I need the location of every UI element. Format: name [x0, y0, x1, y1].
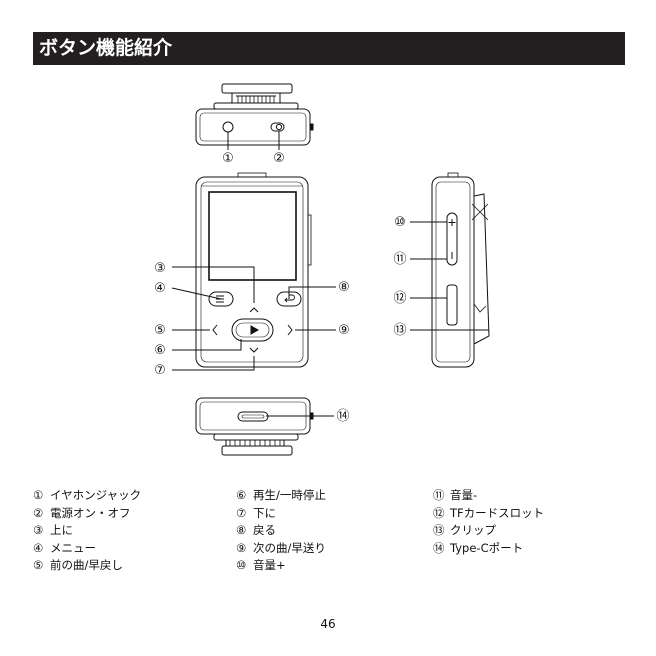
label-7: ⑦ [154, 363, 166, 378]
label-1: ① [222, 151, 234, 166]
device-diagram: ① ② ③ ④ ⑤ ⑥ ⑦ ⑧ ⑨ ⑩ ⑪ ⑫ ⑬ ⑭ [0, 0, 656, 480]
leader-6 [172, 339, 241, 350]
label-8: ⑧ [338, 280, 350, 295]
label-14: ⑭ [336, 409, 349, 424]
page-number: 46 [0, 617, 656, 631]
play-button [232, 319, 273, 341]
label-11: ⑪ [393, 252, 406, 267]
label-4: ④ [154, 281, 166, 296]
label-10: ⑩ [394, 215, 406, 230]
leader-8 [289, 287, 336, 299]
label-9: ⑨ [338, 323, 350, 338]
right-arrow-icon [288, 325, 292, 335]
label-2: ② [273, 151, 285, 166]
label-6: ⑥ [154, 343, 166, 358]
side-view [432, 173, 489, 367]
down-arrow-icon [250, 348, 258, 352]
up-arrow-icon [250, 308, 258, 312]
label-13: ⑬ [393, 323, 406, 338]
left-arrow-icon [213, 325, 217, 335]
label-3: ③ [154, 261, 166, 276]
label-12: ⑫ [393, 291, 406, 306]
label-5: ⑤ [154, 323, 166, 338]
bottom-view [196, 398, 313, 455]
leader-7 [172, 356, 254, 370]
top-view [196, 84, 313, 145]
